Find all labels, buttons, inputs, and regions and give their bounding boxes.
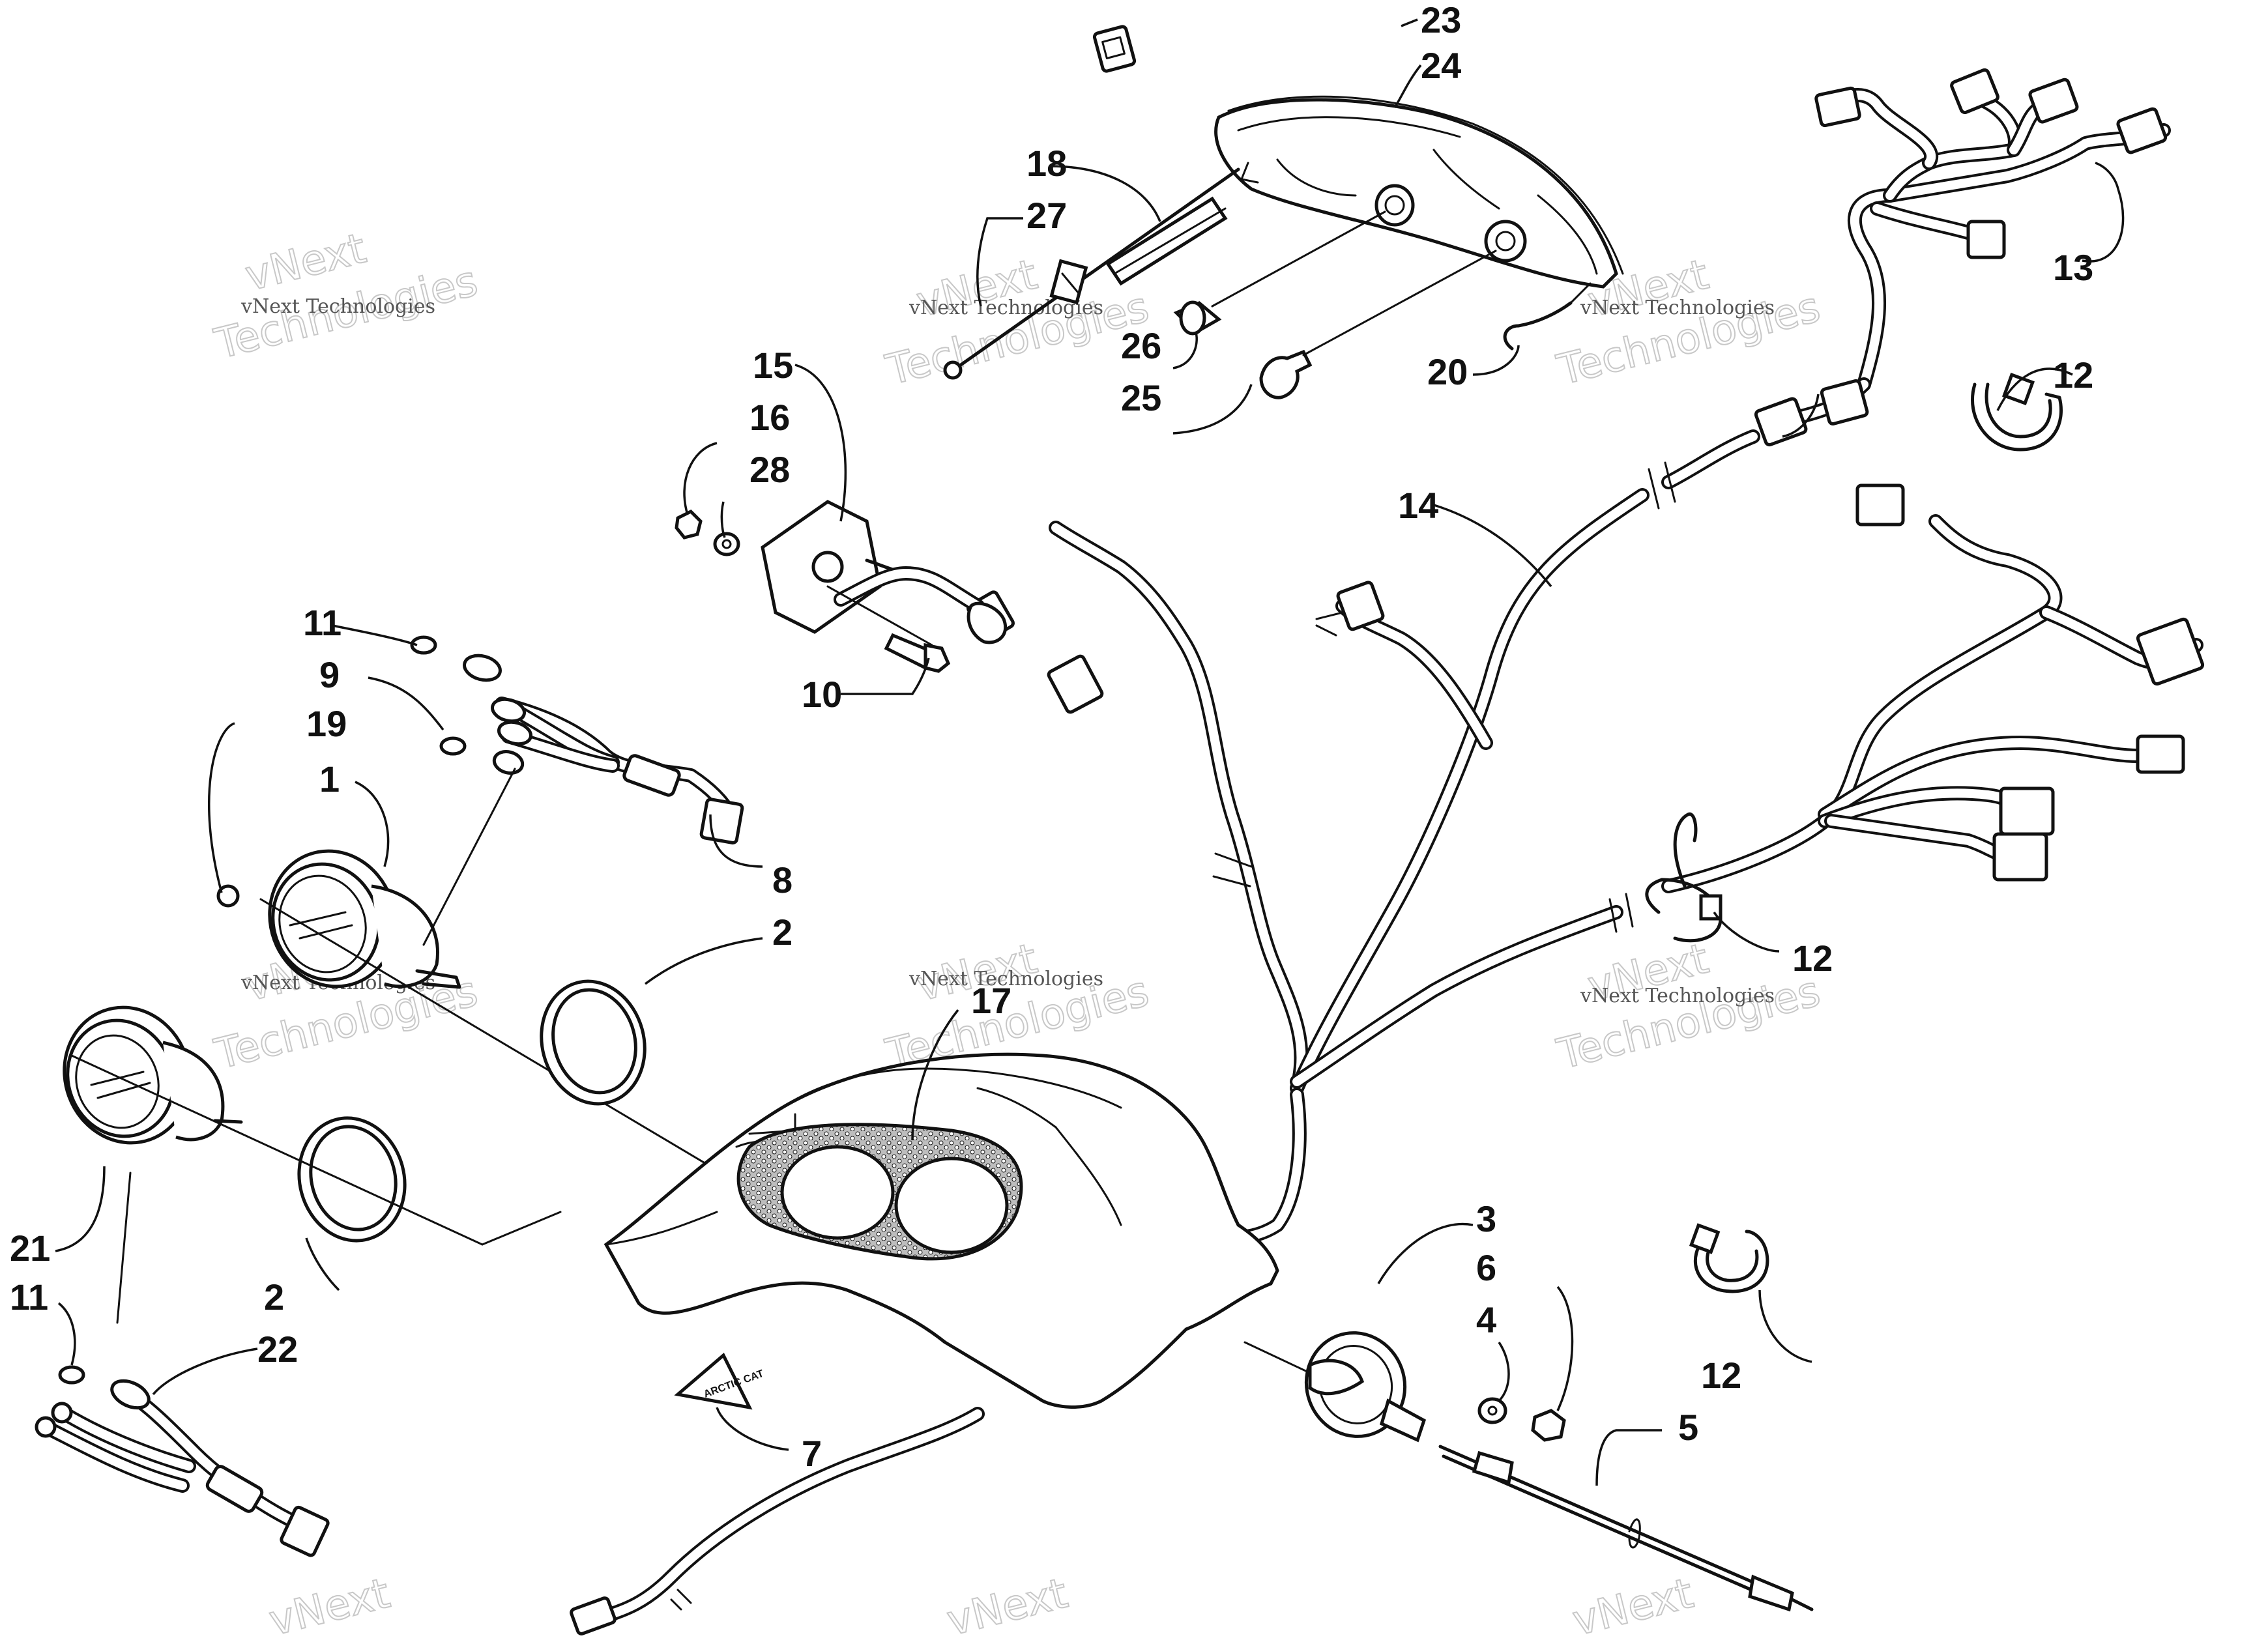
clip-20 [1503,282,1592,351]
adjusting-screw-18 [943,167,1240,380]
lower-cable [570,1407,985,1635]
harness-13 [1754,68,2171,447]
callout-24: 24 [1421,45,1461,86]
callout-6: 6 [1476,1247,1496,1288]
socket-25 [1259,250,1497,399]
bulb-19 [216,884,240,908]
watermark-text: vNext Technologies [909,968,1103,990]
decal-7: ARCTIC CAT [674,1353,765,1410]
callout-17: 17 [971,980,1011,1021]
callout-20: 20 [1427,351,1468,392]
dash-panel-17 [603,1052,1279,1409]
speedo-drive-3 [1243,1331,1427,1443]
speedo-cable-5 [1438,1445,1814,1612]
callout-4: 4 [1476,1299,1496,1340]
callout-11: 11 [303,602,342,643]
watermark: vNext [1567,1568,1698,1642]
speedometer-1 [259,849,712,1168]
headlight-assembly [1214,95,1624,289]
callout-5: 5 [1678,1407,1698,1448]
callout-2: 2 [264,1276,284,1318]
washer-4 [1477,1397,1507,1424]
callout-2: 2 [772,912,792,953]
harness-14 [967,429,1760,1245]
bolt-10 [826,585,951,673]
tachometer-21 [63,1005,562,1324]
bezel-2a [540,979,647,1106]
nut-16 [675,509,703,540]
leader-lines [55,18,2125,1486]
callout-9: 9 [319,654,340,695]
bulb-26 [1173,210,1386,336]
callout-10: 10 [802,674,842,715]
strap-12c [1689,1223,1769,1293]
callout-11: 11 [10,1276,48,1318]
callout-22: 22 [257,1329,298,1370]
watermark-text: vNext Technologies [240,295,435,318]
callout-14: 14 [1398,485,1438,526]
callout-13: 13 [2053,247,2093,288]
callout-12: 12 [2053,354,2093,396]
watermark-text: vNext Technologies [1580,296,1775,319]
callout-8: 8 [772,859,792,900]
callout-26: 26 [1121,325,1161,366]
watermark: vNext [942,1568,1073,1642]
callout-16: 16 [749,397,790,438]
harness-right-branch [1661,483,2205,893]
callout-12: 12 [1701,1355,1741,1396]
callout-1: 1 [319,758,340,799]
clip-23 [1092,25,1137,73]
callout-27: 27 [1026,195,1067,236]
regulator-15 [761,500,1008,644]
watermark: vNext [264,1568,395,1642]
callout-28: 28 [749,449,790,490]
watermark-text: vNext Technologies [1580,985,1775,1007]
callout-12: 12 [1792,938,1833,979]
callout-21: 21 [10,1228,50,1269]
nut-27 [1049,259,1088,305]
callout-3: 3 [1476,1198,1496,1239]
callout-18: 18 [1026,143,1067,184]
callout-15: 15 [753,345,793,386]
watermark: vNext Technologies [209,224,483,370]
watermark-brand: vNext [942,1569,1072,1642]
nut-6 [1531,1409,1566,1442]
callout-labels: 1 2 2 3 4 5 6 7 8 9 10 11 11 12 12 12 13… [10,0,2093,1474]
bezel-2b [297,1116,407,1243]
gauge-wire-22 [35,1365,330,1557]
callout-25: 25 [1121,377,1161,418]
callout-19: 19 [306,703,347,744]
watermark-brand: vNext [1568,1569,1698,1642]
callout-7: 7 [802,1433,822,1474]
watermark-brand: vNext [265,1569,394,1642]
gauge-wire-9 [410,635,744,946]
washer-28 [713,532,740,556]
strap-12a [1971,373,2063,452]
callout-23: 23 [1421,0,1461,40]
